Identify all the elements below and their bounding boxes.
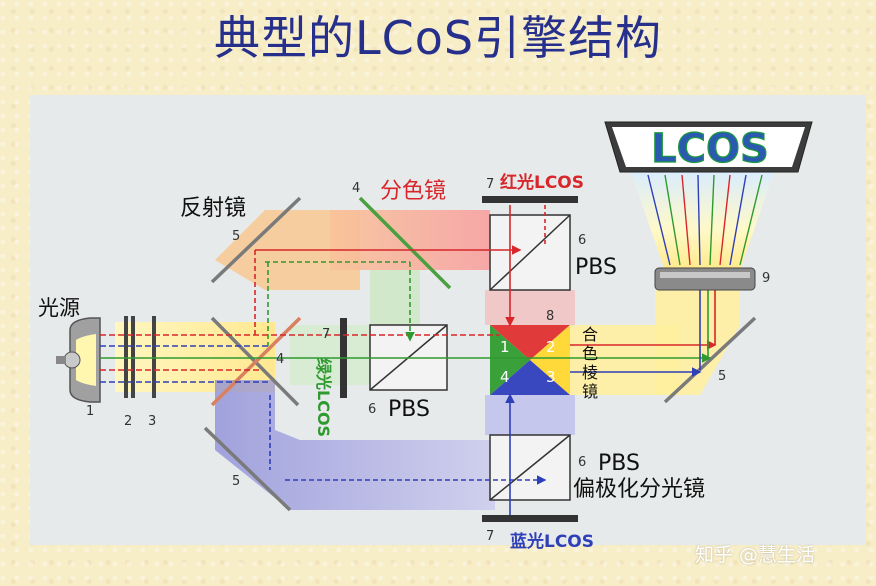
red-beam [330, 210, 490, 270]
red-lcos-label: 红光LCOS [500, 172, 584, 193]
light-source-label: 光源 [38, 296, 80, 320]
num-7-top: 7 [486, 177, 494, 192]
blue-lcos-label: 蓝光LCOS [510, 531, 594, 552]
red-beam-down [485, 290, 575, 325]
blue-beam-up [485, 395, 575, 435]
pbs-top-label: PBS [575, 255, 617, 280]
pbs-bottom-label: PBS [598, 451, 640, 476]
prism-num-3: 3 [546, 368, 556, 386]
prism-num-1: 1 [500, 338, 510, 356]
projection-lens [654, 267, 756, 291]
page-title: 典型的LCoS引擎结构 [213, 11, 663, 65]
watermark: 知乎 @慧生活 [695, 544, 816, 566]
filters [124, 316, 156, 398]
polarizing-splitter-label: 偏极化分光镜 [573, 477, 705, 502]
combining-prism [490, 325, 570, 395]
num-1: 1 [86, 404, 94, 419]
dichroic-mirror-label: 分色镜 [380, 179, 446, 204]
prism-num-4: 4 [500, 368, 510, 386]
lcos-screen: LCOS [604, 121, 813, 173]
green-beam-down [370, 270, 420, 330]
mirror-4-cross-b [210, 316, 302, 407]
num-3: 3 [148, 414, 156, 429]
prism-label-1: 合 [582, 325, 598, 344]
num-2: 2 [124, 414, 132, 429]
num-8: 8 [546, 309, 554, 324]
blue-lcos-panel [482, 515, 578, 522]
projection-cone [630, 170, 775, 270]
red-lcos-panel [482, 196, 578, 203]
projection-rays [647, 174, 763, 266]
num-4-cross: 4 [276, 352, 284, 367]
num-6-bottom: 6 [578, 455, 586, 470]
num-9: 9 [762, 271, 770, 286]
prism-label-2: 色 [582, 344, 598, 363]
filter-3 [152, 316, 156, 398]
lcos-logo: LCOS [651, 126, 769, 172]
mirror-5-bottom [203, 426, 292, 512]
num-5-bottom: 5 [232, 474, 240, 489]
num-7-bottom: 7 [486, 529, 494, 544]
num-4-top: 4 [352, 181, 360, 196]
prism-label-4: 镜 [582, 382, 598, 401]
combined-beam-up [655, 290, 740, 395]
lamp-icon [56, 317, 101, 403]
rays [100, 205, 717, 515]
prism-label-3: 棱 [582, 363, 598, 382]
green-lcos-label: 绿光LCOS [314, 358, 333, 437]
reflector-label: 反射镜 [180, 196, 246, 221]
num-5-top: 5 [232, 229, 240, 244]
num-5-right: 5 [718, 369, 726, 384]
dichroic-mirror [358, 196, 452, 290]
filter-2 [124, 316, 128, 398]
pbs-mid-label: PBS [388, 397, 430, 422]
num-7-mid: 7 [322, 327, 330, 342]
light-beams [115, 170, 775, 510]
num-6-mid: 6 [368, 402, 376, 417]
prism-num-2: 2 [546, 338, 556, 356]
num-6-top: 6 [578, 233, 586, 248]
blue-beam [215, 380, 495, 510]
mirror-5-top [210, 196, 302, 284]
